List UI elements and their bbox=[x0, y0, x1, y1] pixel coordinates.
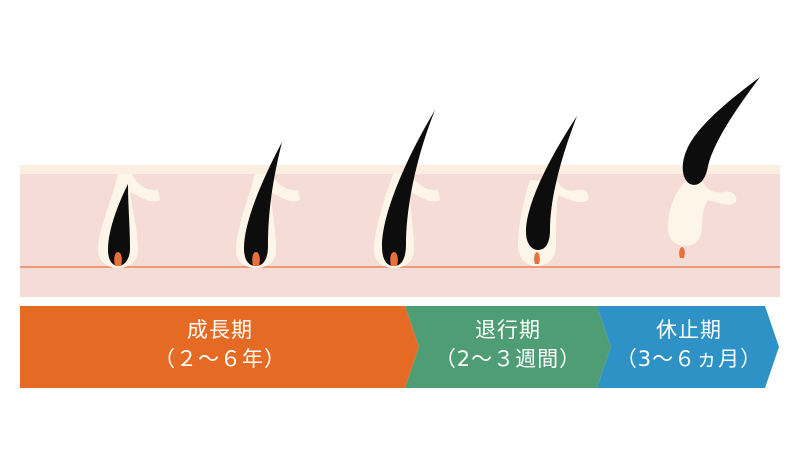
anagen-label: 成長期 （２～６年） bbox=[20, 316, 420, 374]
hair-follicle-2 bbox=[236, 142, 300, 268]
catagen-phase-arrow bbox=[405, 306, 611, 388]
telogen-duration: （3～６ヵ月） bbox=[615, 347, 763, 371]
catagen-name: 退行期 bbox=[475, 318, 541, 342]
telogen-name: 休止期 bbox=[656, 318, 722, 342]
catagen-duration: （2～３週間） bbox=[434, 347, 582, 371]
hair-follicle-5 bbox=[668, 77, 760, 258]
anagen-name: 成長期 bbox=[187, 318, 253, 342]
hair-follicle-1 bbox=[98, 174, 160, 268]
catagen-label: 退行期 （2～３週間） bbox=[412, 316, 604, 374]
telogen-label: 休止期 （3～６ヵ月） bbox=[604, 316, 774, 374]
hair-follicle-3 bbox=[374, 110, 440, 268]
skin-surface-layer bbox=[20, 165, 780, 174]
anagen-phase-arrow bbox=[20, 306, 419, 388]
telogen-phase-arrow bbox=[597, 306, 779, 388]
anagen-duration: （２～６年） bbox=[154, 347, 286, 371]
hair-follicle-4 bbox=[518, 116, 589, 266]
